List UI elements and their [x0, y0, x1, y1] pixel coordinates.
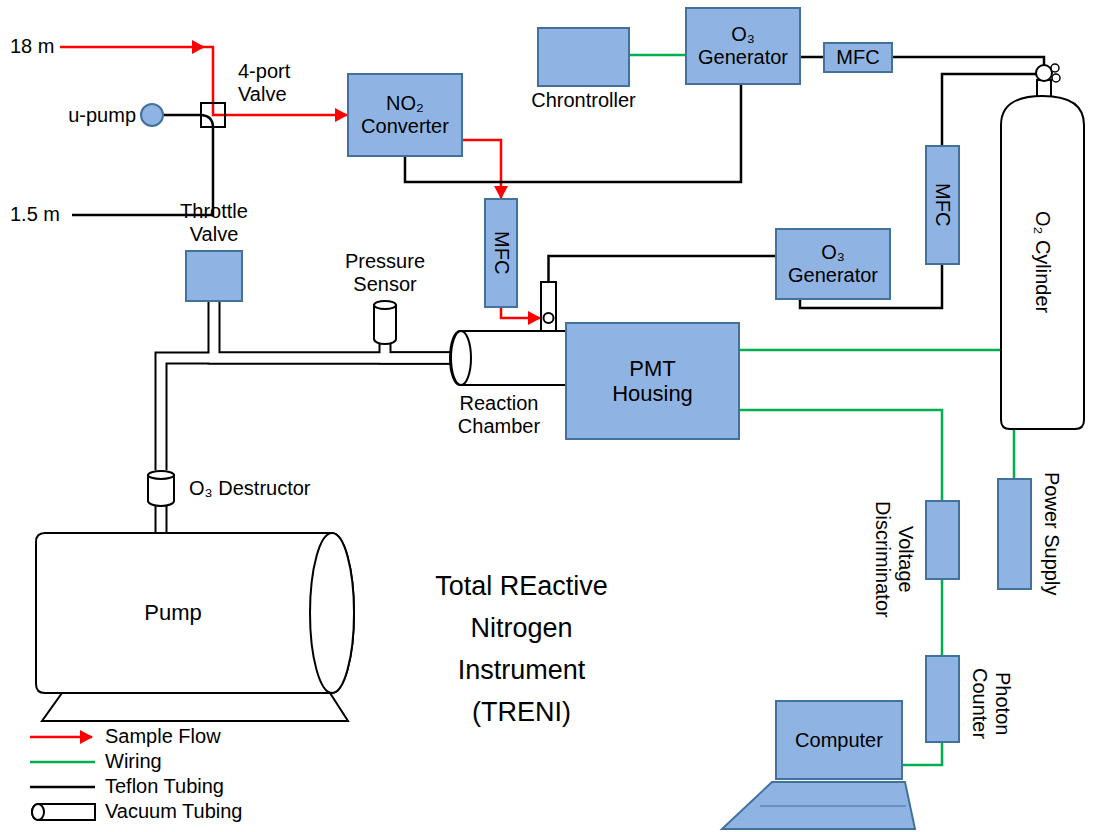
- ozone-destructor-outline: [147, 470, 175, 506]
- pump-symbol: u-pump: [140, 103, 164, 127]
- node-label: Pressure Sensor: [340, 250, 430, 296]
- cylinder-valve: [1052, 74, 1060, 82]
- process-box: O₃ Generator: [685, 7, 801, 85]
- sample-inlet-line: [204, 47, 213, 102]
- discriminator-outline: [925, 500, 960, 580]
- inlet-fitting: [544, 313, 554, 323]
- legend-text: Vacuum Tubing: [105, 800, 243, 823]
- node-label: Pump: [144, 600, 201, 625]
- vacuum-tubing-bore: [157, 506, 166, 532]
- teflon-tubing: [893, 57, 1044, 65]
- node-label: MFC: [836, 46, 879, 69]
- node-label: u-pump: [68, 104, 136, 127]
- node-label: Voltage Discriminator: [871, 492, 917, 627]
- valve-box-outline: [185, 250, 243, 302]
- reaction-chamber-outline: [450, 330, 568, 386]
- length-label: 18 m: [10, 35, 54, 58]
- valve-symbol-outline: [200, 102, 226, 128]
- node-label: O₃ Generator: [693, 23, 793, 69]
- pmt-housing: PMT Housing: [565, 322, 740, 440]
- inlet-fitting: [541, 282, 556, 336]
- valve-symbol: 4-port Valve: [200, 102, 226, 128]
- legend-text: Wiring: [105, 750, 162, 773]
- ozone-destructor: O₃ Destructor: [147, 470, 175, 506]
- node-label: 4-port Valve: [238, 60, 302, 106]
- sample-flow: [226, 114, 347, 117]
- process-box: O₃ Generator: [775, 228, 891, 300]
- pump-stand: [42, 693, 348, 721]
- sample-inlet-line: [60, 46, 204, 49]
- gas-cylinder: O₂ Cylinder: [1000, 95, 1085, 430]
- discriminator: Voltage Discriminator: [925, 500, 960, 580]
- laptop-keyboard: [722, 782, 915, 829]
- photon-counter-outline: [925, 655, 960, 743]
- valve-box: Throttle Valve: [185, 250, 243, 302]
- sensor-outline: [373, 300, 397, 344]
- power-supply: Power Supply: [997, 478, 1032, 590]
- laptop-keyboard: [760, 806, 906, 807]
- node-label: O₂ Cylinder: [1031, 211, 1054, 313]
- cylinder-valve: [1036, 65, 1052, 81]
- controller-box: Chrontroller: [537, 27, 630, 87]
- controller-box-outline: [537, 27, 630, 87]
- flow-controller: MFC: [823, 42, 893, 73]
- node-label: PMT Housing: [603, 356, 703, 407]
- sensor: Pressure Sensor: [373, 300, 397, 344]
- length-label: 1.5 m: [10, 203, 60, 226]
- flow-controller: MFC: [925, 145, 960, 265]
- process-box: NO₂ Converter: [347, 73, 463, 157]
- cylinder-valve: [1051, 64, 1059, 72]
- wire: [740, 350, 1014, 478]
- node-label: O₃ Generator: [783, 241, 883, 287]
- node-label: Chrontroller: [531, 89, 635, 112]
- power-supply-outline: [997, 478, 1032, 590]
- teflon-tubing: [164, 114, 200, 117]
- node-label: MFC: [490, 231, 513, 274]
- node-label: Power Supply: [1040, 472, 1063, 595]
- vacuum-tubing-bore: [214, 302, 450, 358]
- node-label: NO₂ Converter: [355, 92, 455, 138]
- vacuum-tubing: [161, 358, 450, 470]
- teflon-tubing: [549, 256, 776, 282]
- sample-flow: [501, 308, 540, 318]
- vacuum-tubing: [155, 506, 168, 532]
- sample-flow: [463, 140, 501, 198]
- legend-text: Teflon Tubing: [105, 775, 224, 798]
- node-label: Throttle Valve: [169, 200, 259, 246]
- legend-sample: [32, 804, 44, 820]
- wire: [941, 580, 944, 655]
- pump-symbol-outline: [140, 103, 164, 127]
- node-label: Photon Counter: [968, 649, 1014, 759]
- node-label: Computer: [795, 729, 883, 752]
- node-label: Reaction Chamber: [454, 392, 544, 438]
- node-label: O₃ Destructor: [189, 477, 311, 500]
- legend-text: Sample Flow: [105, 725, 221, 748]
- legend-sample: [30, 736, 92, 739]
- cylinder-valve: [1037, 80, 1051, 97]
- wire: [630, 54, 685, 57]
- flow-controller: MFC: [484, 198, 518, 308]
- diagram-title: Total REactive Nitrogen Instrument (TREN…: [414, 566, 629, 733]
- vacuum-tubing: [214, 302, 450, 358]
- legend-sample: [32, 804, 95, 820]
- wire: [903, 743, 942, 765]
- wire: [740, 410, 942, 500]
- photon-counter: Photon Counter: [925, 655, 960, 743]
- vacuum-tubing-bore: [161, 358, 450, 470]
- legend-sample: [30, 786, 95, 789]
- legend-sample: [30, 761, 95, 764]
- reaction-chamber: Reaction Chamber: [450, 330, 568, 386]
- teflon-tubing: [801, 56, 823, 59]
- node-label: MFC: [931, 183, 954, 226]
- computer-screen: Computer: [775, 700, 903, 780]
- vacuum-pump: Pump: [35, 532, 355, 694]
